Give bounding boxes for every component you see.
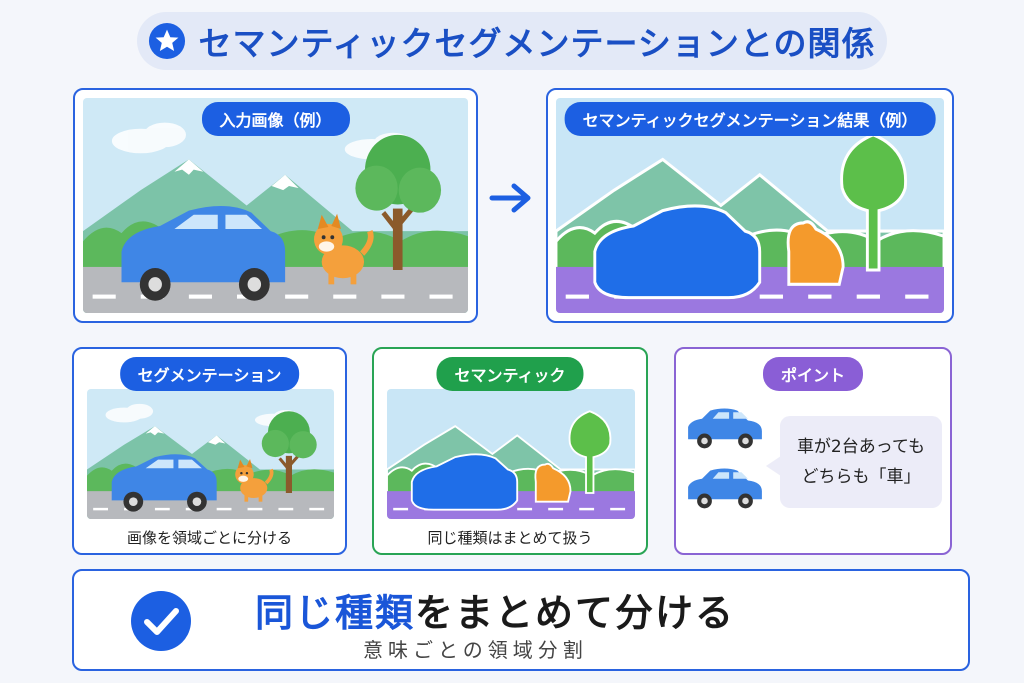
segmentation-caption: 画像を領域ごとに分ける bbox=[126, 529, 292, 547]
car-icon bbox=[684, 462, 766, 512]
semantic-card: セマンティック 同じ種類はまとめて扱う bbox=[372, 347, 648, 555]
segmentation-result-label: セマンティックセグメンテーション結果（例） bbox=[564, 102, 936, 136]
speech-bubble: 車が2台あっても どちらも「車」 bbox=[780, 416, 942, 508]
summary-highlight-same: 同じ bbox=[255, 591, 336, 635]
segmentation-result-card: セマンティックセグメンテーション結果（例） bbox=[546, 88, 954, 323]
semantic-caption: 同じ種類はまとめて扱う bbox=[427, 529, 593, 547]
bubble-line-2: どちらも「車」 bbox=[801, 467, 921, 487]
right-arrow-icon bbox=[489, 183, 531, 213]
input-image-card: 入力画像（例） bbox=[73, 88, 478, 323]
segmentation-card: セグメンテーション 画像を領域ごとに分ける bbox=[72, 347, 347, 555]
check-circle-icon bbox=[131, 591, 191, 651]
speech-bubble-tail bbox=[766, 456, 781, 476]
summary-rest: をまとめて分ける bbox=[415, 591, 736, 635]
car-icon bbox=[684, 402, 766, 452]
title-banner: セマンティックセグメンテーションとの関係 bbox=[137, 12, 887, 70]
bubble-line-1: 車が2台あっても bbox=[796, 437, 926, 457]
segmentation-label: セグメンテーション bbox=[119, 357, 300, 391]
semantic-label: セマンティック bbox=[436, 357, 584, 391]
summary-highlight-type: 種類 bbox=[335, 591, 416, 635]
summary-card bbox=[72, 569, 970, 671]
segmentation-scene-image bbox=[87, 389, 334, 519]
point-label: ポイント bbox=[762, 357, 864, 391]
summary-subtitle: 意味ごとの領域分割 bbox=[363, 638, 588, 662]
page-title: セマンティックセグメンテーションとの関係 bbox=[198, 24, 876, 63]
star-icon bbox=[149, 22, 186, 60]
semantic-scene-image bbox=[387, 389, 635, 519]
input-image-label: 入力画像（例） bbox=[201, 102, 350, 136]
summary-message: 同じ種類をまとめて分ける bbox=[255, 582, 735, 637]
